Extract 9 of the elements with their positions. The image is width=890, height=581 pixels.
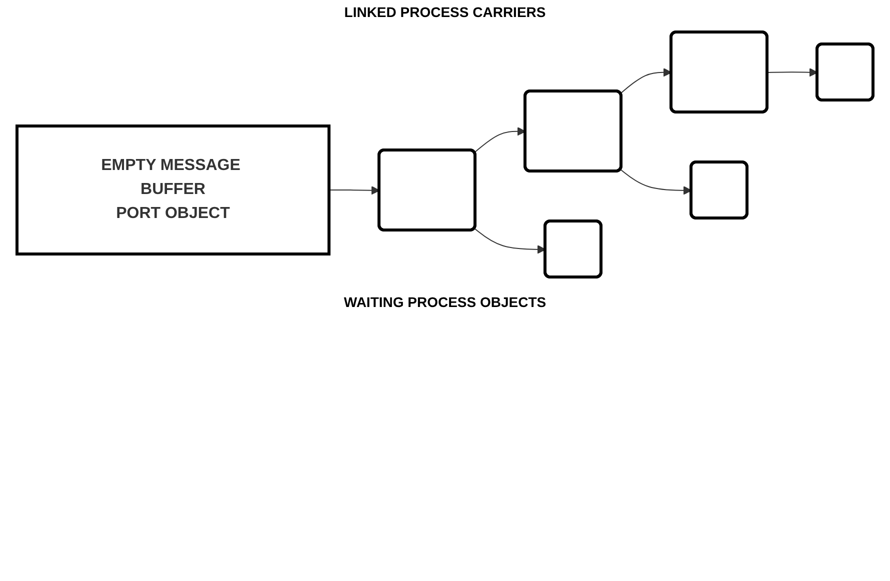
- arrow: [474, 126, 526, 153]
- arrow: [767, 68, 818, 77]
- arrow: [620, 68, 672, 94]
- node-box: EMPTY MESSAGE BUFFER PORT OBJECT: [16, 124, 330, 256]
- section-caption: LINKED PROCESS CARRIERS: [343, 4, 547, 20]
- section-caption: WAITING PROCESS OBJECTS: [342, 294, 548, 310]
- arrow: [620, 169, 692, 195]
- arrow: [474, 228, 546, 254]
- arrow: [328, 186, 380, 195]
